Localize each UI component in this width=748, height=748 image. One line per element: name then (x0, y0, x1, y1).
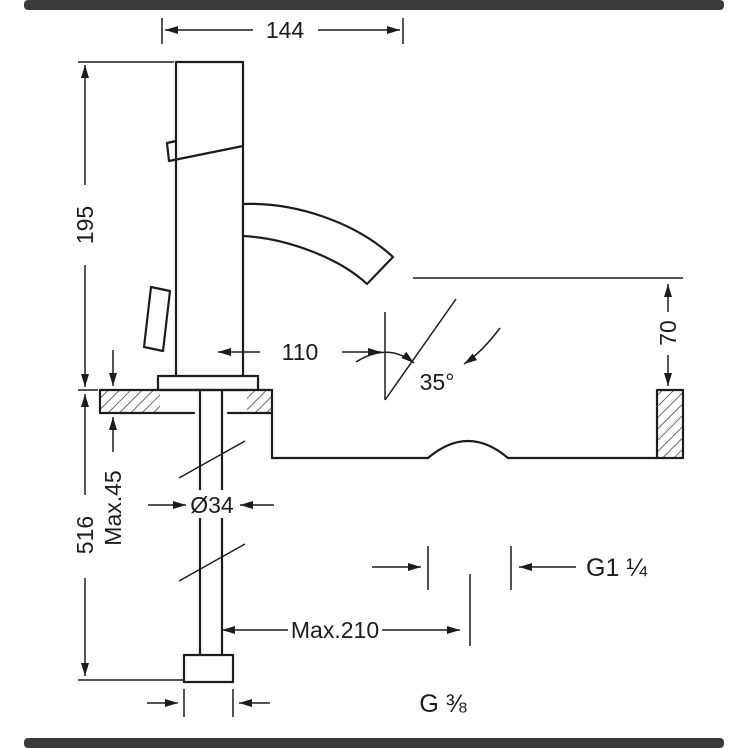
dimension-spout-reach: 110 (218, 312, 386, 400)
supply-shank (178, 388, 246, 684)
dimension-max-below-reach: Max.210 (222, 574, 471, 646)
spout (241, 202, 395, 286)
dimension-waste-thread: G1 ¼ (372, 546, 648, 590)
dimension-label-g114: G1 ¼ (586, 554, 648, 582)
dimension-label-d34: Ø34 (190, 492, 234, 518)
dimension-label-max45: Max.45 (100, 470, 126, 545)
base-flange (156, 374, 260, 392)
dimension-label-g38: G ⅜ (419, 690, 466, 718)
side-lever (142, 285, 172, 353)
faucet-body (174, 60, 245, 380)
dimension-label-195: 195 (72, 206, 98, 244)
countertop-section (98, 388, 685, 460)
break-slashes (178, 440, 246, 582)
frame-bar-bottom (24, 738, 724, 748)
basin-right-wall (506, 388, 659, 460)
counter-left-top (98, 388, 274, 415)
inlet-nut (182, 653, 235, 684)
dimension-label-110: 110 (282, 339, 319, 365)
counter-hatch-right (658, 391, 682, 457)
frame-bar-top (24, 0, 724, 10)
dimension-spout-depth: 144 (161, 17, 404, 44)
dimension-spout-angle: 35° (355, 298, 501, 401)
counter-hatch-left (101, 391, 160, 412)
counter-right-outline (655, 388, 685, 460)
supply-pipes (198, 388, 224, 657)
dimension-label-516: 516 (72, 516, 98, 554)
dimension-height-below-deck: 516 (72, 394, 184, 681)
counter-hatch-mid (247, 391, 271, 412)
handle-joint (165, 139, 245, 163)
dimension-inlet-thread: G ⅜ (147, 689, 467, 718)
faucet-outline (142, 60, 395, 392)
basin-left-wall (270, 388, 430, 460)
waste-dome (426, 439, 510, 460)
dimension-outlet-height: 70 (413, 277, 683, 386)
dimension-label-70: 70 (655, 320, 681, 346)
dimension-label-max210: Max.210 (291, 617, 379, 643)
dimension-label-35deg: 35° (420, 369, 455, 395)
dimension-height-above-deck: 195 (72, 61, 174, 391)
dimension-hole-diameter: Ø34 (148, 490, 274, 518)
dimension-deck-thickness: Max.45 (100, 350, 126, 546)
dimension-label-144: 144 (266, 17, 305, 43)
